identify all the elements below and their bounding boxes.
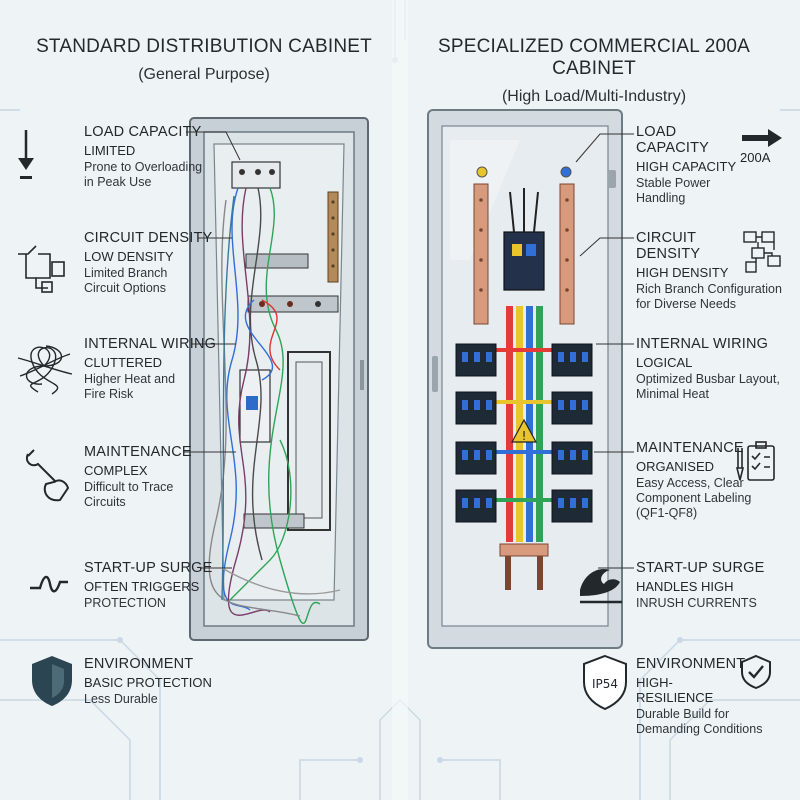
svg-text:!: !: [522, 429, 527, 443]
feature-rating: BASIC PROTECTION: [84, 675, 212, 690]
feature-name: START-UP SURGE: [636, 560, 765, 576]
feature-name: MAINTENANCE: [636, 440, 744, 456]
feature-rating: HIGH CAPACITY: [636, 159, 737, 174]
feature-desc: Optimized Busbar Layout,Minimal Heat: [636, 372, 780, 401]
amperage-badge: 200A: [740, 150, 771, 165]
right-feature-startup-surge: START-UP SURGE HANDLES HIGH INRUSH CURRE…: [636, 560, 786, 611]
left-feature-startup-surge: START-UP SURGE OFTEN TRIGGERS PROTECTION: [84, 560, 252, 611]
feature-name: INTERNAL WIRING: [84, 336, 217, 352]
right-feature-environment: ENVIRONMENT HIGH-RESILIENCE Durable Buil…: [636, 656, 762, 737]
feature-desc: Less Durable: [84, 692, 158, 706]
feature-name: LOAD CAPACITY: [84, 124, 202, 140]
feature-desc: INRUSH CURRENTS: [636, 596, 757, 610]
feature-rating: OFTEN TRIGGERS: [84, 579, 200, 594]
feature-rating: ORGANISED: [636, 459, 715, 474]
feature-rating: COMPLEX: [84, 463, 148, 478]
wrench-hand-icon: [26, 449, 70, 502]
right-feature-maintenance: MAINTENANCE ORGANISED Easy Access, Clear…: [636, 440, 751, 521]
header-subtitle: (General Purpose): [138, 66, 270, 83]
feature-name: ENVIRONMENT: [636, 656, 746, 672]
right-feature-load-capacity: LOAD CAPACITY HIGH CAPACITY Stable Power…: [636, 124, 746, 206]
right-arrow-icon: [742, 129, 782, 147]
ip54-shield-icon: IP54: [583, 654, 627, 711]
specialized-cabinet-header: SPECIALIZED COMMERCIAL 200A CABINET (Hig…: [404, 36, 784, 106]
feature-rating: HIGH-RESILIENCE: [636, 675, 714, 705]
feature-rating: HIGH DENSITY: [636, 265, 729, 280]
feature-rating: LIMITED: [84, 143, 136, 158]
surge-wave-icon: [30, 575, 68, 593]
ip-rating-label: IP54: [592, 677, 618, 691]
feature-name: CIRCUIT DENSITY: [636, 230, 701, 262]
feature-rating: LOGICAL: [636, 355, 693, 370]
left-feature-circuit-density: CIRCUIT DENSITY LOW DENSITY Limited Bran…: [84, 230, 252, 296]
shield-icon: [32, 656, 72, 706]
feature-rating: CLUTTERED: [84, 355, 163, 370]
feature-name: CIRCUIT DENSITY: [84, 230, 213, 246]
standard-cabinet-header: STANDARD DISTRIBUTION CABINET (General P…: [14, 36, 394, 84]
tangled-wires-icon: [17, 345, 73, 395]
left-feature-environment: ENVIRONMENT BASIC PROTECTION Less Durabl…: [84, 656, 252, 707]
left-feature-load-capacity: LOAD CAPACITY LIMITED Prone to Overloadi…: [84, 124, 252, 190]
feature-name: MAINTENANCE: [84, 444, 192, 460]
check-shield-icon: [741, 654, 771, 690]
feature-desc: Stable Power Handling: [636, 176, 711, 205]
feature-name: INTERNAL WIRING: [636, 336, 769, 352]
header-title: SPECIALIZED COMMERCIAL 200A CABINET: [438, 36, 750, 79]
feature-rating: LOW DENSITY: [84, 249, 174, 264]
right-feature-internal-wiring: INTERNAL WIRING LOGICAL Optimized Busbar…: [636, 336, 786, 402]
feature-desc: PROTECTION: [84, 596, 166, 610]
header-title: STANDARD DISTRIBUTION CABINET: [36, 36, 372, 57]
wave-icon: [580, 568, 622, 604]
feature-rating: HANDLES HIGH: [636, 579, 734, 594]
feature-name: LOAD CAPACITY: [636, 124, 710, 156]
checklist-icon: [736, 441, 775, 481]
left-feature-internal-wiring: INTERNAL WIRING CLUTTERED Higher Heat an…: [84, 336, 252, 402]
down-arrow-icon: [18, 130, 34, 179]
right-feature-circuit-density: CIRCUIT DENSITY HIGH DENSITY Rich Branch…: [636, 230, 782, 312]
complex-circuit-icon: [743, 231, 781, 273]
simple-circuit-icon: [18, 245, 65, 293]
header-subtitle: (High Load/Multi-Industry): [501, 88, 687, 105]
feature-name: ENVIRONMENT: [84, 656, 194, 672]
feature-name: START-UP SURGE: [84, 560, 213, 576]
